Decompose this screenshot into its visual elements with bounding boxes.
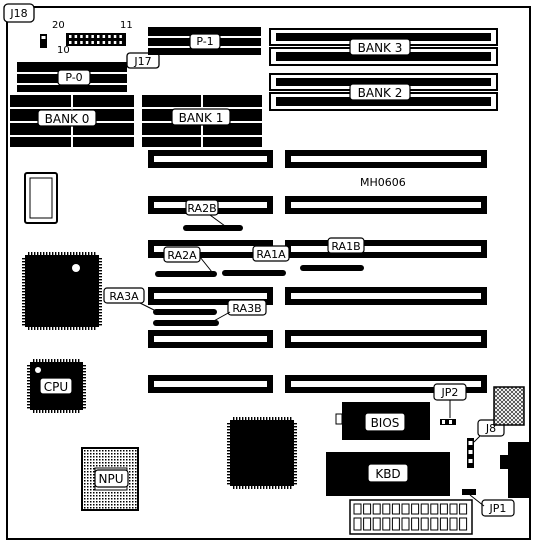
ra2b-leader xyxy=(209,214,226,227)
bios-label: BIOS xyxy=(371,416,400,430)
cpu-chip xyxy=(27,359,86,413)
j18-label-box xyxy=(3,3,35,23)
chipset-large xyxy=(22,252,102,330)
p0-label: P-0 xyxy=(65,71,82,84)
pin-11-label: 11 xyxy=(120,20,133,31)
bank2-label-box xyxy=(349,83,411,101)
ra3a-label: RA3A xyxy=(109,290,139,303)
bank0-label-box xyxy=(37,109,97,127)
ra3b-label-box xyxy=(227,299,267,316)
kbd-label: KBD xyxy=(375,467,400,481)
npu-label-box xyxy=(94,469,129,488)
jp1-label: JP1 xyxy=(489,502,507,515)
p1-label: P-1 xyxy=(196,35,213,48)
j8-label: J8 xyxy=(485,422,496,435)
ra1a-label: RA1A xyxy=(256,248,286,261)
jp2-jumper xyxy=(440,419,456,425)
npu-label: NPU xyxy=(99,472,124,486)
battery xyxy=(493,386,525,426)
j17-label: J17 xyxy=(133,55,151,68)
keyboard-connector xyxy=(500,442,530,498)
bank0-label: BANK 0 xyxy=(45,112,90,126)
bank3-label-box xyxy=(349,38,411,56)
ra3a-leader xyxy=(139,302,157,312)
ra3a-resistor-array xyxy=(153,309,217,315)
ra1a-resistor-array xyxy=(222,270,286,276)
ra3b-resistor-array xyxy=(153,320,219,326)
ra3a-label-box xyxy=(103,287,145,304)
ra1b-label: RA1B xyxy=(331,240,360,253)
jp1-leader xyxy=(469,494,485,507)
j18-jumper xyxy=(40,34,47,48)
bios-label-box xyxy=(364,412,406,432)
jp1-jumper xyxy=(462,489,476,495)
p1-label-box xyxy=(189,33,221,50)
p0-label-box xyxy=(57,69,91,86)
pin-20-label: 20 xyxy=(52,20,65,31)
ra1b-resistor-array xyxy=(300,265,364,271)
pin-10-label: 10 xyxy=(57,45,70,56)
ra2b-resistor-array xyxy=(183,225,243,231)
bank3-label: BANK 3 xyxy=(358,41,403,55)
bank1-label: BANK 1 xyxy=(179,111,224,125)
oscillator xyxy=(24,172,58,224)
jp1-label-box xyxy=(481,499,515,517)
cpu-label-box xyxy=(39,377,73,395)
power-connector xyxy=(349,499,473,535)
kbd-label-box xyxy=(367,463,409,483)
ra2b-label-box xyxy=(185,199,219,216)
j18-label: J18 xyxy=(9,7,27,20)
ra2a-label-box xyxy=(163,246,201,263)
chipset-center xyxy=(227,417,297,489)
ra3b-label: RA3B xyxy=(232,302,261,315)
jp2-label: JP2 xyxy=(441,386,459,399)
j17-label-box xyxy=(126,52,160,69)
j8-leader xyxy=(473,435,481,443)
ra2a-resistor-array xyxy=(155,271,217,277)
j17-header xyxy=(66,33,126,46)
bank1-label-box xyxy=(171,108,231,126)
j8-header xyxy=(467,438,474,468)
ra2a-label: RA2A xyxy=(167,249,197,262)
bank2-label: BANK 2 xyxy=(358,86,403,100)
ra2b-label: RA2B xyxy=(187,202,216,215)
cpu-label: CPU xyxy=(44,380,68,394)
ra1b-label-box xyxy=(327,237,365,254)
ra2a-leader xyxy=(199,256,213,273)
ra3b-leader xyxy=(211,311,231,323)
board-model-label: MH0606 xyxy=(360,176,406,189)
ra1a-label-box xyxy=(252,245,290,262)
